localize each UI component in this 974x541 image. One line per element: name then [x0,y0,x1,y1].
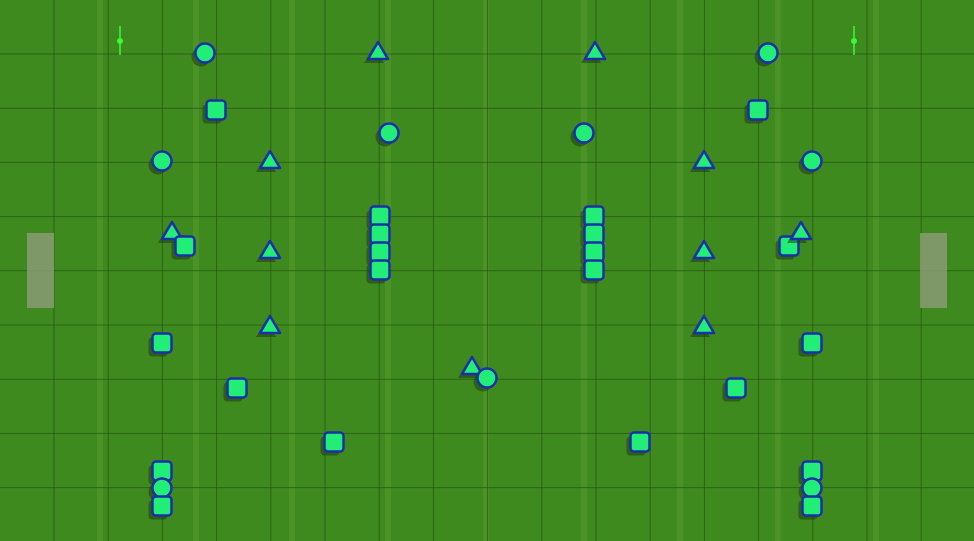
game-piece-square[interactable] [798,495,823,520]
square-icon [205,99,227,121]
game-piece-triangle[interactable] [581,40,607,63]
game-piece-triangle[interactable] [256,239,282,262]
square-icon [801,332,823,354]
game-piece-square[interactable] [320,431,345,456]
square-icon [369,241,391,263]
game-piece-square[interactable] [798,332,823,357]
triangle-icon [160,220,184,241]
game-piece-square[interactable] [580,259,605,284]
triangle-icon [692,239,716,260]
game-piece-circle[interactable] [473,367,498,392]
triangle-icon [692,314,716,335]
circle-icon [476,367,498,389]
square-icon [151,332,173,354]
game-piece-triangle[interactable] [158,220,184,243]
square-icon [801,495,823,517]
square-icon [583,223,605,245]
game-piece-circle[interactable] [191,42,216,67]
game-piece-triangle[interactable] [787,220,813,243]
game-piece-square[interactable] [202,99,227,124]
game-pieces [148,40,823,520]
post-marker-left [117,26,123,55]
circle-icon [573,122,595,144]
game-piece-square[interactable] [148,495,173,520]
square-icon [583,259,605,281]
game-piece-circle[interactable] [754,42,779,67]
square-icon [226,377,248,399]
game-piece-square[interactable] [626,431,651,456]
circle-icon [801,150,823,172]
game-piece-square[interactable] [775,235,800,260]
square-icon [747,99,769,121]
game-piece-circle[interactable] [798,150,823,175]
circle-icon [194,42,216,64]
game-piece-circle[interactable] [570,122,595,147]
square-icon [151,495,173,517]
square-icon [369,223,391,245]
square-icon [583,241,605,263]
triangle-icon [692,149,716,170]
circle-icon [801,477,823,499]
game-piece-triangle[interactable] [364,40,390,63]
square-icon [369,205,391,227]
game-piece-triangle[interactable] [690,149,716,172]
circle-icon [151,150,173,172]
square-icon [583,205,605,227]
triangle-icon [583,40,607,61]
circle-icon [151,477,173,499]
triangle-icon [258,149,282,170]
square-icon [323,431,345,453]
game-piece-circle[interactable] [375,122,400,147]
circle-icon [378,122,400,144]
square-icon [629,431,651,453]
game-piece-circle[interactable] [148,150,173,175]
game-piece-square[interactable] [148,332,173,357]
circle-icon [757,42,779,64]
game-piece-square[interactable] [366,259,391,284]
game-piece-square[interactable] [722,377,747,402]
game-piece-triangle[interactable] [690,239,716,262]
game-piece-triangle[interactable] [256,314,282,337]
game-piece-square[interactable] [171,235,196,260]
game-piece-triangle[interactable] [690,314,716,337]
goal-left [27,233,54,308]
square-icon [174,235,196,257]
post-marker-right [851,26,857,55]
triangle-icon [789,220,813,241]
triangle-icon [366,40,390,61]
square-icon [725,377,747,399]
game-piece-triangle[interactable] [458,355,484,378]
game-piece-square[interactable] [744,99,769,124]
triangle-icon [460,355,484,376]
triangle-icon [258,239,282,260]
game-piece-triangle[interactable] [256,149,282,172]
square-icon [369,259,391,281]
triangle-icon [258,314,282,335]
game-piece-square[interactable] [223,377,248,402]
goal-right [920,233,947,308]
